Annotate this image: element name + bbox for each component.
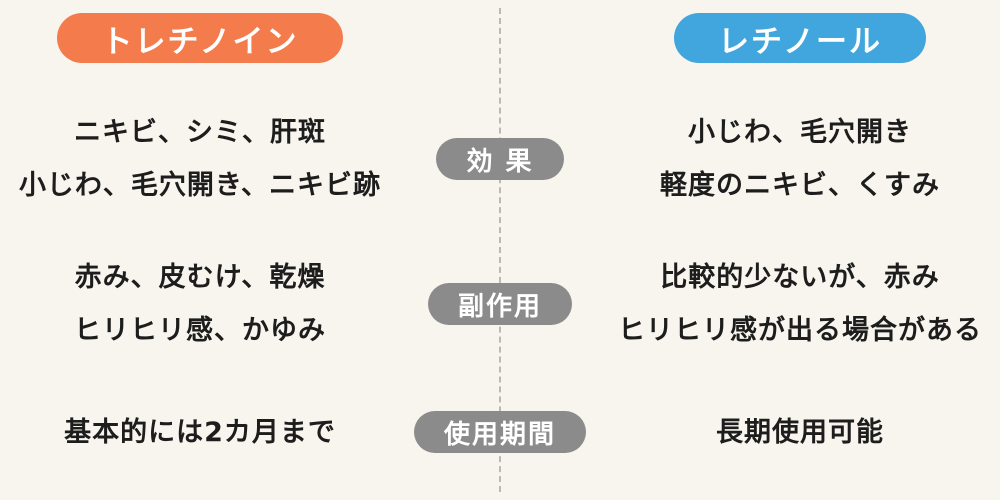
- tretinoin-effect-text: ニキビ、シミ、肝斑 小じわ、毛穴開き、ニキビ跡: [0, 106, 400, 212]
- left-header-cell: トレチノイン: [0, 13, 400, 63]
- right-header-cell: レチノール: [600, 13, 1000, 63]
- usage-duration-label-cell: 使用期間: [400, 411, 600, 453]
- retinol-header-badge: レチノール: [673, 13, 927, 63]
- retinol-effect-text: 小じわ、毛穴開き 軽度のニキビ、くすみ: [600, 106, 1000, 212]
- text-line: ヒリヒリ感、かゆみ: [74, 315, 326, 346]
- text-line: 軽度のニキビ、くすみ: [660, 170, 940, 201]
- effect-label-badge: 効 果: [436, 138, 564, 180]
- header-row: トレチノイン レチノール: [0, 12, 1000, 64]
- text-line: ヒリヒリ感が出る場合がある: [618, 315, 982, 346]
- text-line: 比較的少ないが、赤み: [660, 262, 940, 293]
- effect-label-cell: 効 果: [400, 138, 600, 180]
- side-effects-label-badge: 副作用: [427, 283, 572, 325]
- tretinoin-duration-text: 基本的には2カ月まで: [0, 406, 400, 459]
- retinol-side-effects-text: 比較的少ないが、赤み ヒリヒリ感が出る場合がある: [600, 251, 1000, 357]
- text-line: ニキビ、シミ、肝斑: [74, 117, 326, 148]
- retinol-duration-text: 長期使用可能: [600, 406, 1000, 459]
- effect-row: ニキビ、シミ、肝斑 小じわ、毛穴開き、ニキビ跡 効 果 小じわ、毛穴開き 軽度の…: [0, 103, 1000, 215]
- text-line: 小じわ、毛穴開き、ニキビ跡: [18, 170, 382, 201]
- text-line: 基本的には2カ月まで: [64, 416, 336, 448]
- tretinoin-side-effects-text: 赤み、皮むけ、乾燥 ヒリヒリ感、かゆみ: [0, 251, 400, 357]
- text-line: 長期使用可能: [716, 416, 884, 448]
- usage-duration-label-badge: 使用期間: [413, 411, 586, 453]
- usage-duration-row: 基本的には2カ月まで 使用期間 長期使用可能: [0, 404, 1000, 460]
- text-line: 小じわ、毛穴開き: [688, 117, 912, 148]
- side-effects-row: 赤み、皮むけ、乾燥 ヒリヒリ感、かゆみ 副作用 比較的少ないが、赤み ヒリヒリ感…: [0, 248, 1000, 360]
- side-effects-label-cell: 副作用: [400, 283, 600, 325]
- center-dashed-divider: [499, 8, 501, 492]
- tretinoin-header-badge: トレチノイン: [57, 13, 343, 63]
- text-line: 赤み、皮むけ、乾燥: [74, 262, 326, 293]
